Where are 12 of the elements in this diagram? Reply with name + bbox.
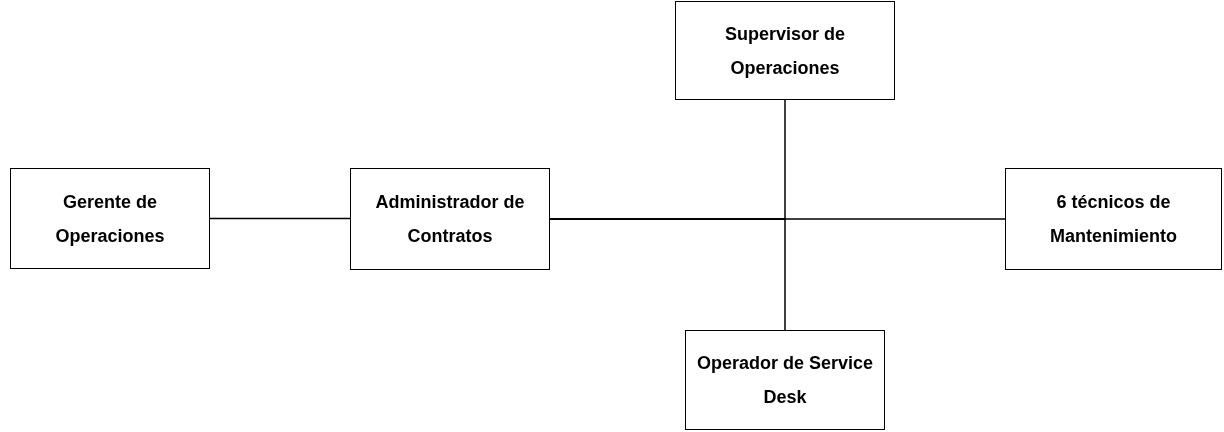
connector-line <box>549 218 786 331</box>
role-title: Operador de Service Desk <box>695 352 875 409</box>
role-title: 6 técnicos de Mantenimiento <box>1049 191 1178 248</box>
org-box <box>1005 168 1222 270</box>
role-title: Supervisor de Operaciones <box>723 22 846 80</box>
org-box <box>10 168 210 269</box>
role-title: Administrador de Contratos <box>374 191 526 248</box>
org-box <box>350 168 550 270</box>
role-title: Gerente de Operaciones <box>54 190 166 248</box>
connector-line <box>209 217 351 220</box>
org-box <box>685 330 885 430</box>
org-box <box>675 1 895 100</box>
